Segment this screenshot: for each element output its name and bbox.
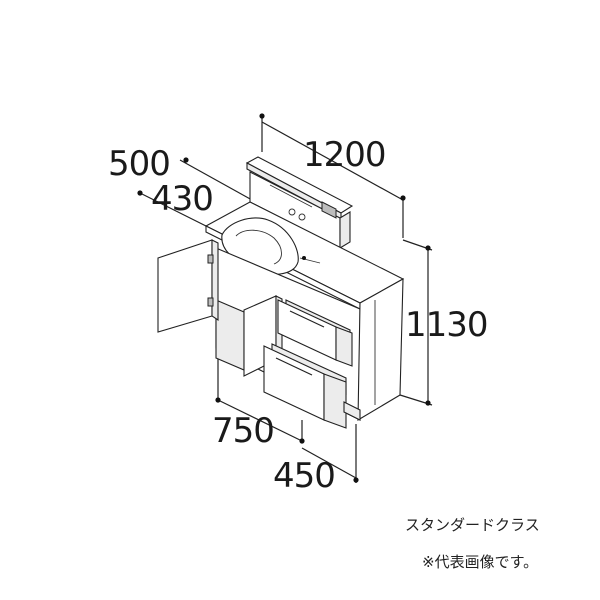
backsplash-unit [245, 156, 354, 249]
label-1200: 1200 [303, 135, 387, 175]
dimension-depth-500 [179, 157, 253, 201]
representative-image-note: ※代表画像です。 [422, 553, 539, 571]
label-500: 500 [108, 144, 171, 184]
dimension-width-450 [301, 424, 359, 483]
dimension-depth-430 [137, 190, 213, 230]
drawer-lower [263, 343, 347, 429]
label-1130: 1130 [405, 305, 489, 345]
label-450: 450 [273, 456, 336, 496]
grade-caption: スタンダードクラス [405, 516, 540, 534]
label-430: 430 [151, 179, 214, 219]
dimension-height-1130 [399, 239, 433, 406]
label-750: 750 [212, 411, 275, 451]
open-door-left [157, 239, 219, 333]
dimension-width-1200 [259, 113, 406, 238]
right-cabinet [343, 278, 404, 421]
drawer-upper [277, 299, 353, 367]
